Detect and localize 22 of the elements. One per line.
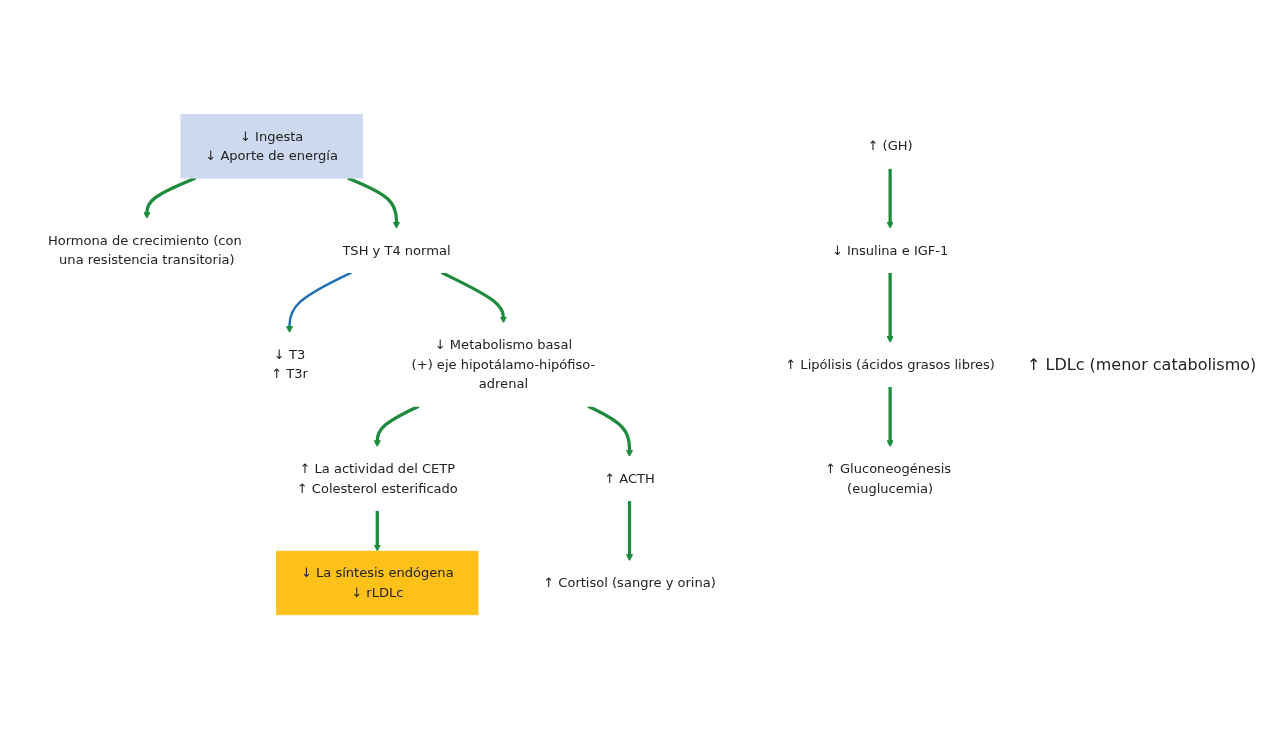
arrow	[285, 271, 352, 334]
note-text: ↑ LDLc (menor catabolismo)	[1027, 355, 1257, 374]
node-text: Hormona de crecimiento (con una resistencia transitoria)	[47, 232, 242, 268]
arrow	[886, 168, 894, 229]
arrow	[373, 510, 381, 552]
node-text: ↑ (GH)	[867, 138, 913, 154]
node-text: ↑ Gluconeogénesis (euglucemia)	[824, 460, 952, 496]
node-box: ↓ La síntesis endógena ↓ rLDLc	[276, 550, 479, 615]
node-text: ↓ T3 ↑ T3r	[271, 346, 308, 382]
arrow	[886, 386, 894, 448]
arrow	[347, 176, 401, 229]
node-text: TSH y T4 normal	[342, 242, 451, 258]
node-text: ↑ Cortisol (sangre y orina)	[543, 574, 716, 591]
node-box: ↓ Ingesta ↓ Aporte de energía	[180, 113, 363, 179]
node-text: ↑ La actividad del CETP ↑ Colesterol esterificado	[296, 460, 458, 496]
arrow	[886, 272, 894, 343]
node-text: ↓ Metabolismo basal (+) eje hipotálamo-hipófiso-adrenal	[411, 336, 596, 392]
arrow	[625, 500, 634, 562]
node-text: ↑ ACTH	[604, 470, 655, 486]
node-text: ↓ Insulina e IGF-1	[831, 242, 949, 258]
arrow	[143, 176, 197, 219]
node-text: ↑ Lipólisis (ácidos grasos libres)	[785, 356, 995, 372]
